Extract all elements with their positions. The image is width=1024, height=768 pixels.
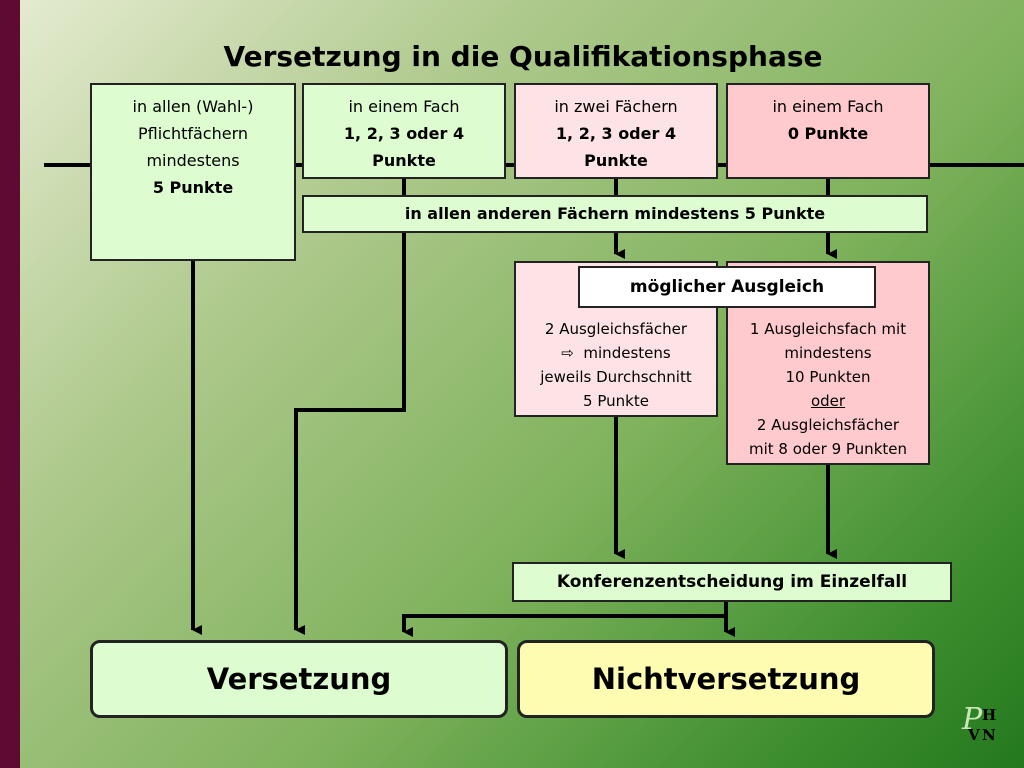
box-one-line1: in einem Fach [348, 97, 460, 116]
arrow-others-to-promotion [294, 232, 406, 635]
logo-letter-v: V [968, 726, 980, 744]
two-comp-line1: 2 Ausgleichsfächer [544, 320, 688, 338]
box-one-line3: Punkte [372, 151, 436, 170]
box-all-line3: mindestens [146, 151, 240, 170]
logo-letter-h: H [982, 706, 997, 724]
two-comp-line3: jeweils Durchschnitt [540, 368, 692, 386]
logo-letter-p: P [962, 702, 983, 737]
one-comp-line6: mit 8 oder 9 Punkten [748, 440, 907, 458]
arrow-right-icon: ⇨ [561, 344, 574, 362]
arrow-conference-to-promotion [402, 614, 726, 637]
box-all-line2: Pflichtfächern [137, 124, 249, 143]
box-all-subjects-min-5: in allen (Wahl-) Pflichtfächern mindeste… [90, 83, 296, 261]
box-all-line4: 5 Punkte [152, 178, 234, 197]
one-comp-line3: 10 Punkten [785, 368, 871, 386]
two-comp-line4: 5 Punkte [583, 392, 649, 410]
box-zero-line1: in einem Fach [772, 97, 884, 116]
one-comp-line4: oder [810, 392, 846, 410]
box-conference-decision: Konferenzentscheidung im Einzelfall [512, 562, 952, 602]
box-two-line1: in zwei Fächern [554, 97, 678, 116]
box-two-subjects-1-4: in zwei Fächern 1, 2, 3 oder 4 Punkte [514, 83, 718, 179]
box-all-line1: in allen (Wahl-) [132, 97, 254, 116]
box-possible-compensation: möglicher Ausgleich [578, 266, 876, 308]
box-one-subject-1-4: in einem Fach 1, 2, 3 oder 4 Punkte [302, 83, 506, 179]
box-two-line2: 1, 2, 3 oder 4 [555, 124, 677, 143]
slide-title: Versetzung in die Qualifikationsphase [223, 40, 823, 73]
one-comp-line1: 1 Ausgleichsfach mit [749, 320, 907, 338]
one-comp-line2: mindestens [784, 344, 872, 362]
outcome-no-promotion: Nichtversetzung [517, 640, 935, 718]
two-comp-line2: mindestens [583, 344, 671, 362]
logo-letter-n: N [982, 726, 996, 744]
box-all-other-subjects: in allen anderen Fächern mindestens 5 Pu… [302, 195, 928, 233]
box-zero-line2: 0 Punkte [787, 124, 869, 143]
box-one-subject-zero: in einem Fach 0 Punkte [726, 83, 930, 179]
outcome-promotion: Versetzung [90, 640, 508, 718]
left-accent-bar [0, 0, 20, 768]
phvn-logo: P H V N [962, 702, 998, 744]
box-one-line2: 1, 2, 3 oder 4 [343, 124, 465, 143]
one-comp-line5: 2 Ausgleichsfächer [756, 416, 900, 434]
box-two-line3: Punkte [584, 151, 648, 170]
